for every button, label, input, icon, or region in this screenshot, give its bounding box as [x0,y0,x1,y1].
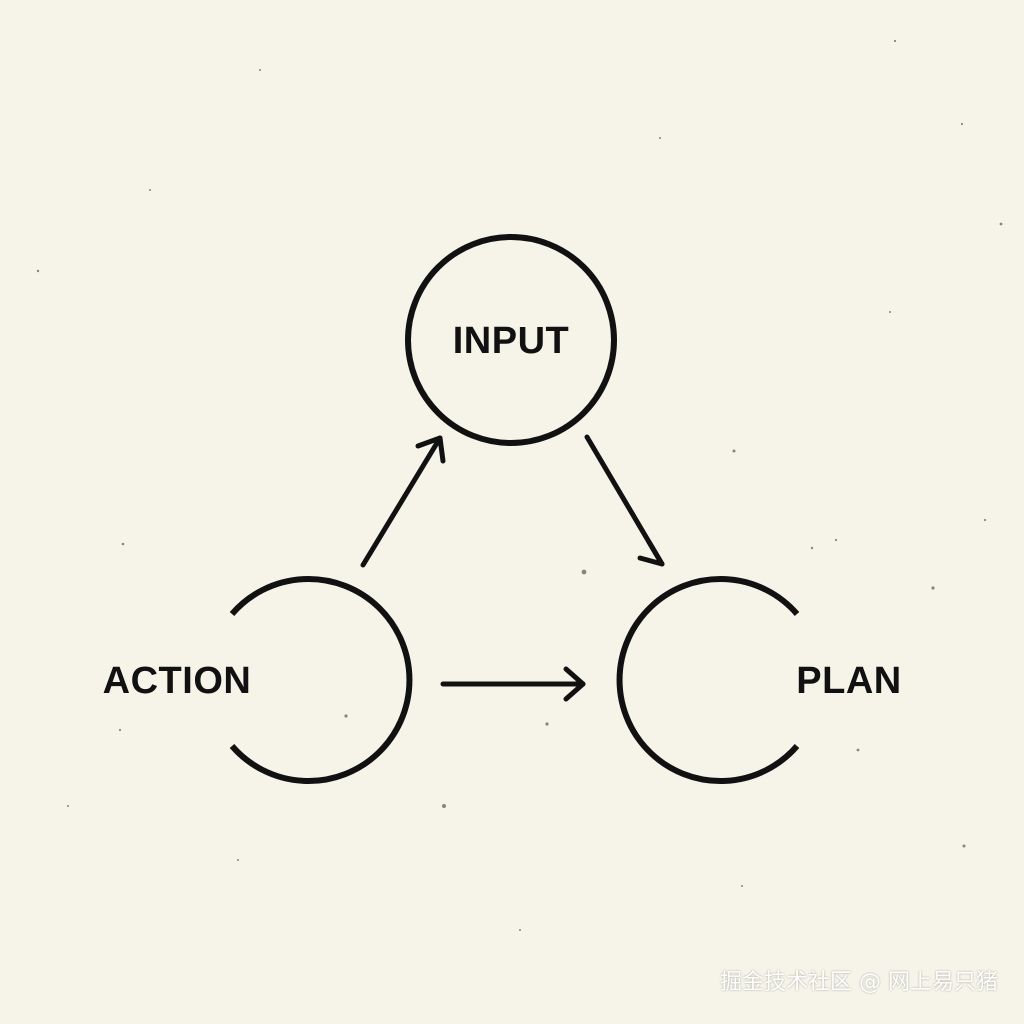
node-action: ACTION [103,576,413,784]
node-plan: PLAN [616,576,901,784]
paper-speckles [36,39,1003,931]
arrow-action-to-input [360,435,446,568]
arrow-input-to-plan [584,434,665,567]
arrow-action-to-plan [440,666,586,702]
node-input: INPUT [405,234,617,446]
node-input-label: INPUT [453,320,570,362]
watermark: 掘金技术社区 @ 网上易只猪 [720,970,998,995]
node-plan-label: PLAN [796,660,901,702]
node-action-circle [229,576,413,784]
node-plan-circle [616,576,800,784]
node-input-circle [405,234,617,446]
node-action-label: ACTION [103,660,252,702]
